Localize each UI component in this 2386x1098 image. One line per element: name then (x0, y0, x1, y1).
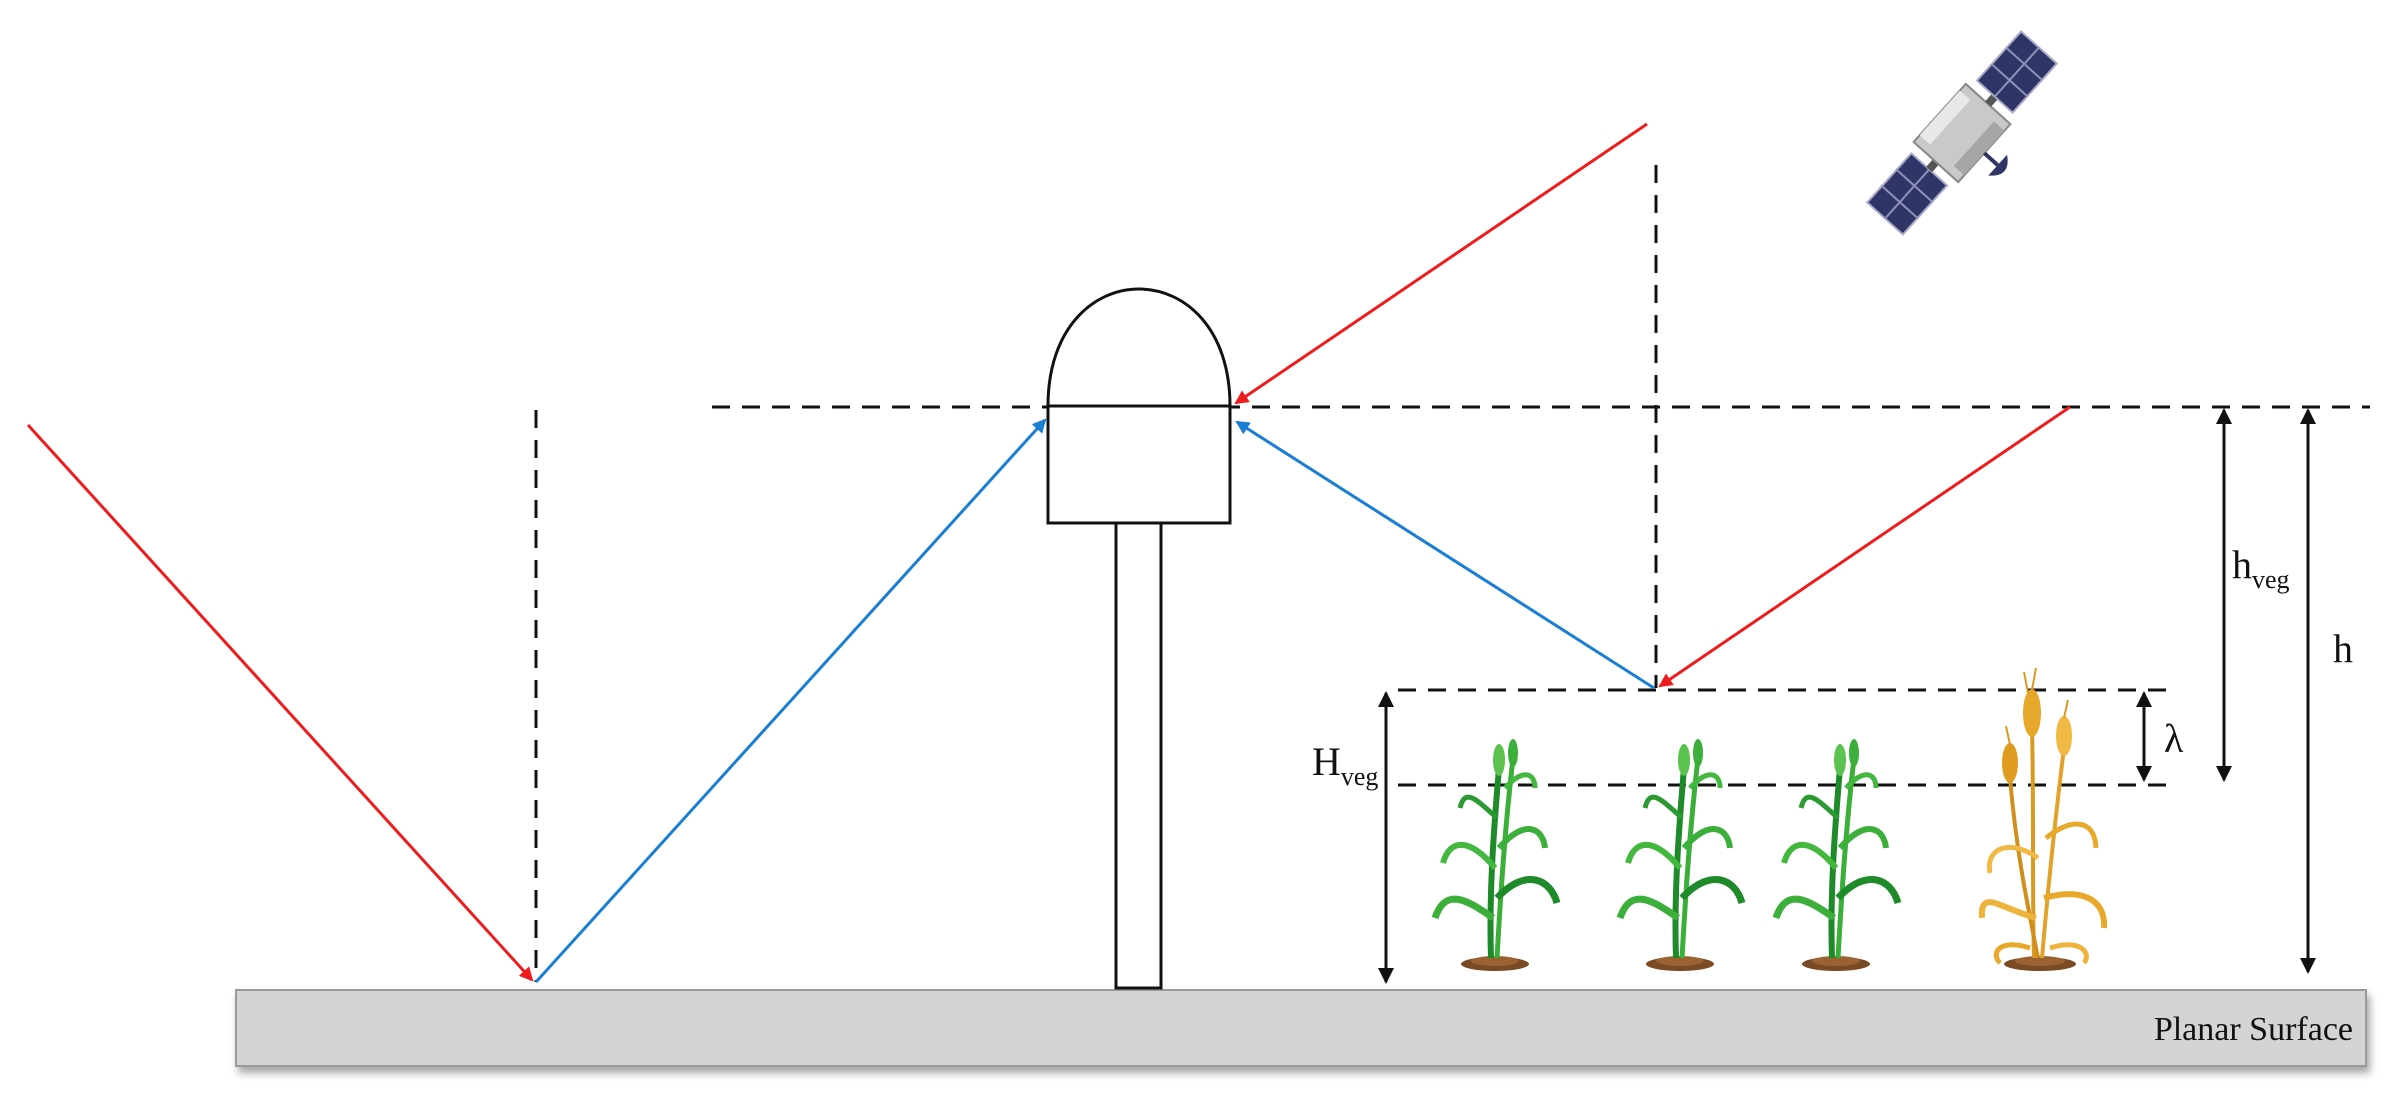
golden-wheat-icon (1982, 668, 2104, 971)
satellite-icon (1865, 30, 2059, 236)
h-label: h (2333, 626, 2353, 671)
ground-reflection-paths (26, 418, 1047, 984)
direct-ray (1234, 122, 1648, 405)
reflected-ray-canopy (1235, 420, 1655, 690)
guide-lines (534, 165, 2370, 982)
dimension-labels: h hveg λ Hveg (1312, 542, 2353, 791)
surface-label: Planar Surface (2154, 1011, 2353, 1048)
incident-ray-ground (26, 423, 534, 982)
satellite-body (1912, 82, 2012, 184)
gnss-antenna-icon (1046, 287, 1232, 990)
H-veg-label: Hveg (1312, 739, 1378, 791)
satellite-dish (1982, 151, 2008, 176)
antenna-mast (1114, 521, 1163, 990)
green-plant-icon (1620, 739, 1742, 971)
lambda-label: λ (2164, 716, 2184, 761)
canopy-reflection-paths (1234, 122, 2071, 690)
dimension-arrows (1378, 408, 2316, 984)
green-plant-icon (1435, 739, 1557, 971)
solar-panel-right (1975, 30, 2059, 115)
reflected-ray-ground (534, 418, 1047, 984)
green-plant-icon (1776, 739, 1898, 971)
incident-ray-canopy (1658, 405, 2071, 688)
vegetation (1435, 668, 2104, 971)
antenna-body (1046, 404, 1232, 525)
h-veg-label: hveg (2232, 542, 2290, 594)
planar-surface: Planar Surface (235, 989, 2367, 1067)
antenna-dome (1046, 287, 1232, 408)
